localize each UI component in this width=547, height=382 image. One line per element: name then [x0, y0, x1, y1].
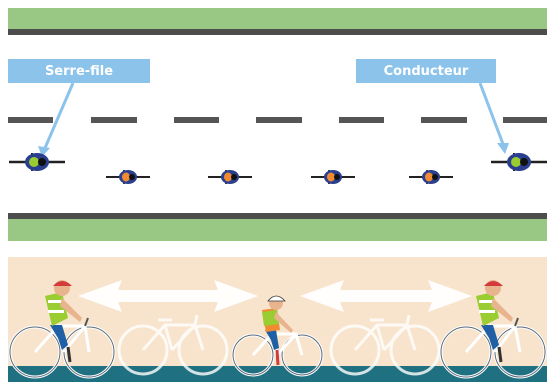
spacing-arrow-icon [300, 280, 472, 312]
lane-dash [256, 117, 302, 123]
ghost-bike-icon [117, 314, 229, 376]
grass-strip-top [8, 8, 547, 29]
label-rear-rider: Serre-file [8, 59, 150, 83]
label-pointers [38, 82, 509, 157]
lane-dash [421, 117, 467, 123]
lane-dash [339, 117, 384, 123]
cyclist-top-child [208, 170, 252, 184]
lane-dash [8, 117, 53, 123]
ghost-bike-icon [329, 314, 441, 376]
road-edge-bottom [8, 213, 547, 219]
pointer-rear [43, 82, 75, 149]
ground-strip [8, 366, 547, 382]
lane-dash [174, 117, 219, 123]
cyclist-top-leader [491, 153, 547, 171]
road-top-view [8, 8, 547, 241]
label-leader: Conducteur [356, 59, 496, 83]
lane-dash [91, 117, 137, 123]
child-cyclist-icon [231, 295, 324, 377]
lane-dash [503, 117, 547, 123]
grass-strip-bottom [8, 219, 547, 241]
cyclist-top-child [409, 170, 453, 184]
cyclist-top-child [106, 170, 150, 184]
spacing-arrow-icon [78, 280, 258, 312]
pointer-leader-head [497, 143, 509, 154]
road-edge-top [8, 29, 547, 35]
lane-markings [8, 117, 547, 123]
adult-cyclist-icon [8, 280, 116, 379]
pointer-leader [478, 82, 505, 145]
adult-cyclist-icon [439, 280, 547, 379]
cyclist-top-child [311, 170, 355, 184]
cyclist-top-rear [9, 153, 65, 171]
side-view-scene [8, 257, 547, 382]
